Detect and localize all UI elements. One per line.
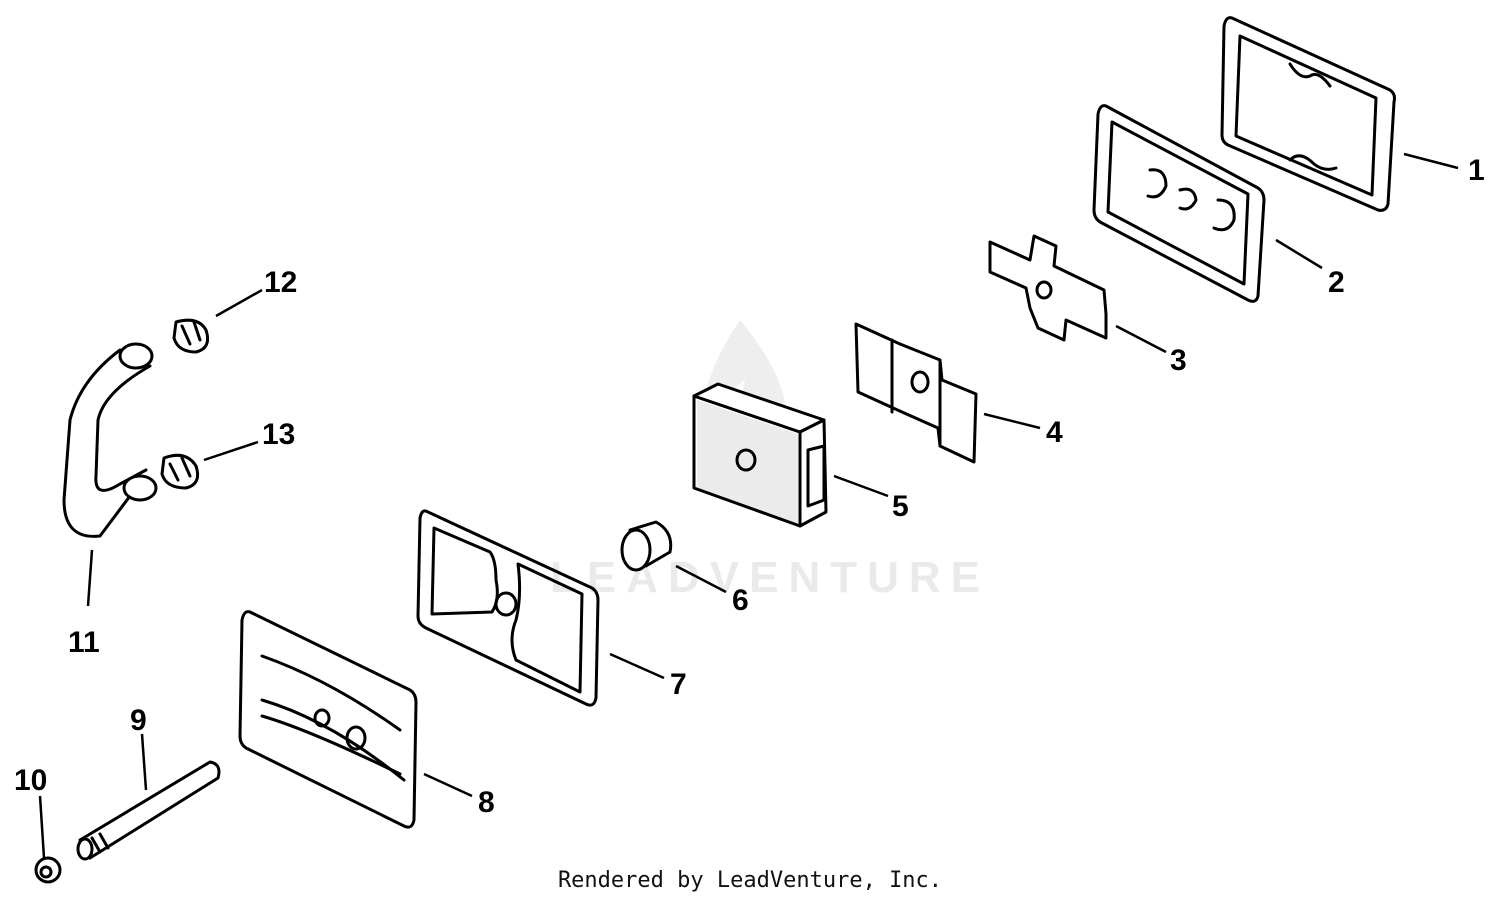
part-labels: 1 2 3 4 5 6 7 8 9 10 11 12 13 [14, 154, 1485, 819]
part-11-hose[interactable] [62, 342, 158, 538]
part-7-gasket[interactable] [416, 509, 600, 707]
label-part-8: 8 [478, 786, 495, 819]
part-1-gasket[interactable] [1220, 16, 1396, 212]
label-part-7: 7 [670, 668, 687, 701]
leader-lines [38, 152, 1459, 859]
part-8-front-plate[interactable] [238, 610, 418, 829]
part-12-clamp[interactable] [172, 318, 210, 354]
part-5-foam-block[interactable] [692, 382, 828, 528]
label-part-9: 9 [130, 704, 147, 737]
part-10-nut[interactable] [34, 856, 62, 884]
label-part-10: 10 [14, 764, 47, 797]
label-part-3: 3 [1170, 344, 1187, 377]
part-4-bracket[interactable] [854, 322, 978, 464]
label-part-5: 5 [892, 490, 909, 523]
part-3-cross-plate[interactable] [988, 234, 1108, 342]
label-part-11: 11 [68, 626, 100, 659]
label-part-6: 6 [732, 584, 749, 617]
label-part-4: 4 [1046, 416, 1063, 449]
part-9-stud[interactable] [76, 760, 221, 861]
label-part-13: 13 [262, 418, 295, 451]
part-13-clamp[interactable] [160, 453, 200, 490]
footer-credit: Rendered by LeadVenture, Inc. [557, 868, 943, 893]
part-2-plate[interactable] [1092, 104, 1266, 303]
watermark-text: LEADVENTURE [550, 553, 990, 602]
label-part-12: 12 [264, 266, 297, 299]
part-6-spacer[interactable] [620, 520, 673, 572]
label-part-2: 2 [1328, 266, 1345, 299]
label-part-1: 1 [1468, 154, 1485, 187]
